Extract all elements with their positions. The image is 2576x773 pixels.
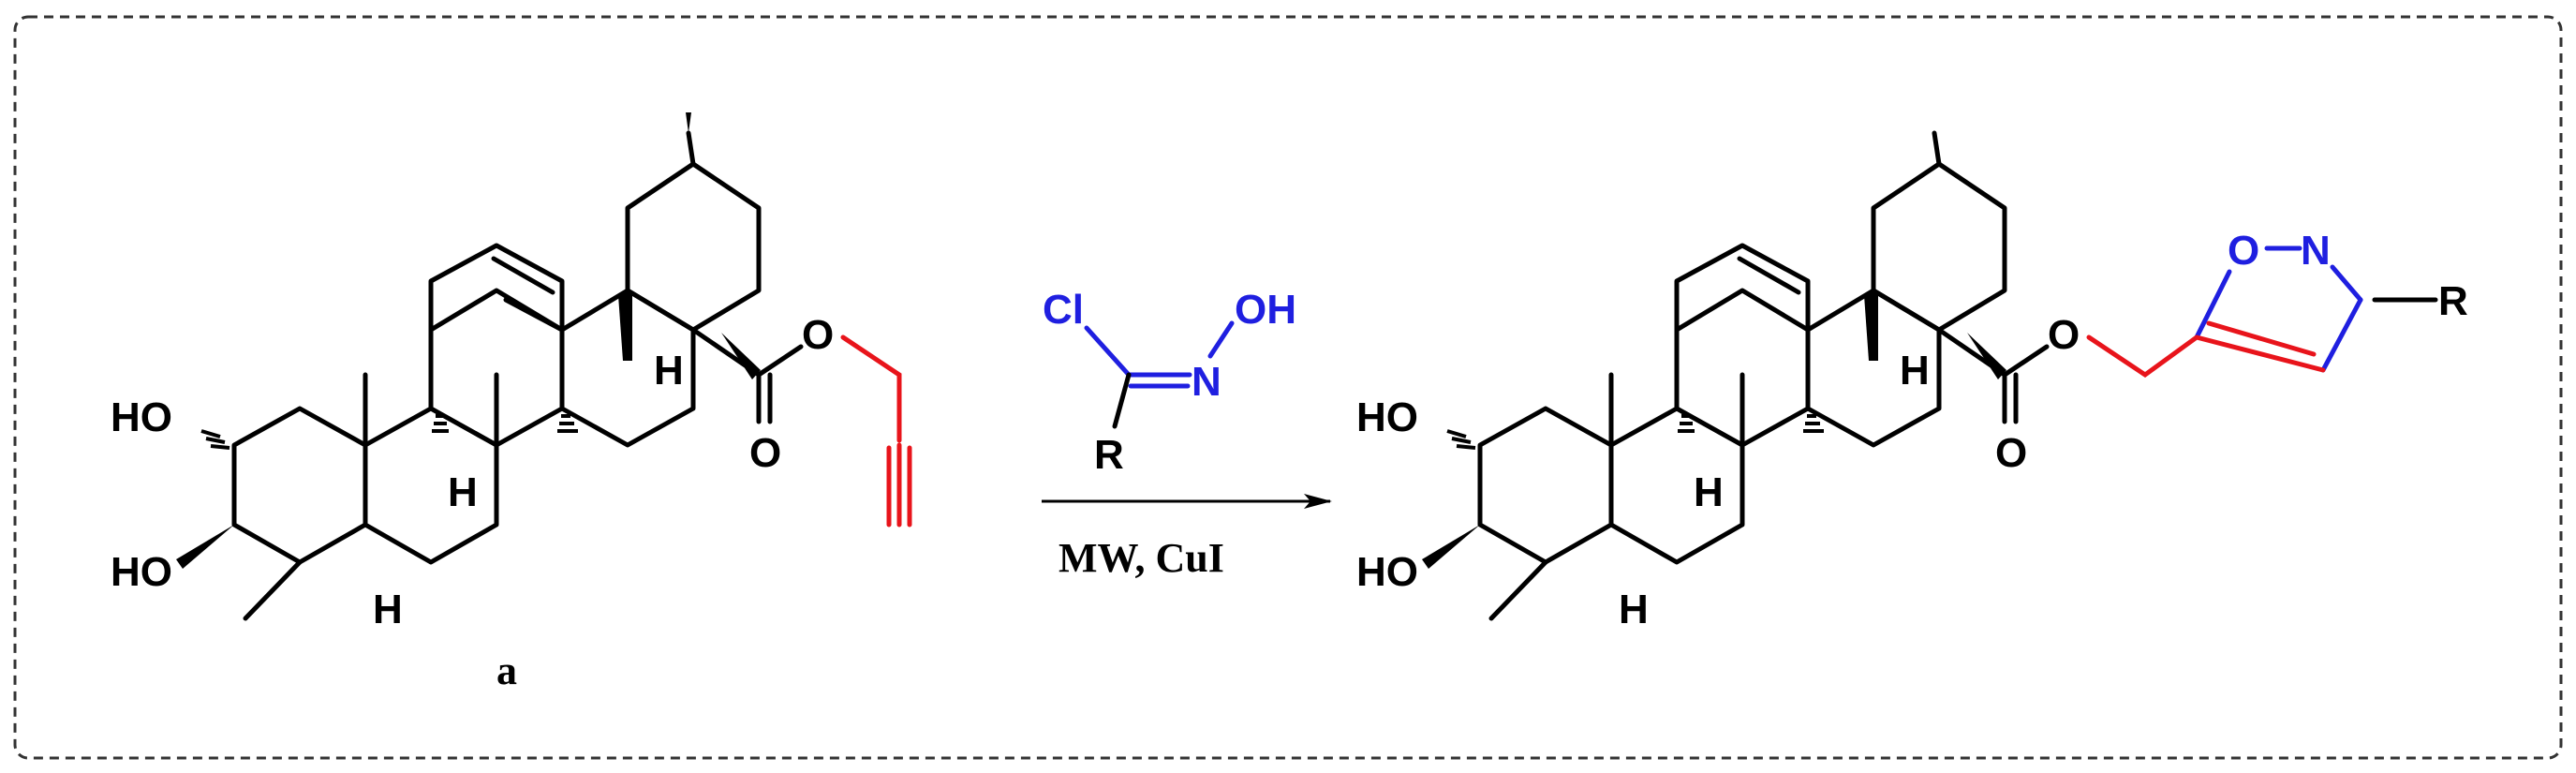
isoxazole-n: N (2301, 228, 2331, 274)
product-ho-2: HO (1356, 394, 1418, 440)
reactant-o-ester: O (802, 312, 834, 358)
reactant-molecule (231, 112, 804, 621)
reagent-n: N (1192, 359, 1221, 405)
product-wedges (1422, 290, 2006, 569)
reagent-oh: OH (1235, 287, 1296, 333)
reactant-hash-bonds (200, 414, 578, 450)
product-hash-bonds (1446, 414, 1824, 450)
compound-label-a: a (496, 647, 517, 693)
reactant-ho-3: HO (111, 549, 172, 595)
hydroximoyl-chloride (1084, 320, 1235, 429)
isoxazole-o: O (2228, 228, 2259, 274)
product-o-ester: O (2048, 312, 2080, 358)
reactant-o-carbonyl: O (749, 430, 781, 476)
ring-a (231, 406, 368, 565)
product-molecule (1477, 130, 2438, 621)
product-h-9: H (1694, 469, 1724, 515)
product-h-18: H (1900, 348, 1930, 394)
reactant-wedges (176, 290, 761, 569)
reactant-h-9: H (448, 469, 478, 515)
propargyl-group (840, 334, 912, 528)
reagent-r: R (1094, 432, 1124, 478)
product-linker (2086, 334, 2199, 379)
product-o-carbonyl: O (1995, 430, 2027, 476)
reaction-conditions: MW, CuI (1059, 535, 1224, 581)
product-h-5: H (1619, 587, 1649, 632)
reactant-ho-2: HO (111, 394, 172, 440)
reagent-cl: Cl (1043, 287, 1084, 333)
product-r: R (2438, 278, 2468, 324)
reactant-h-18: H (654, 348, 684, 394)
reactant-h-5: H (373, 587, 403, 632)
isoxazole-ring (2194, 245, 2363, 373)
product-ho-3: HO (1356, 549, 1418, 595)
dashed-frame (13, 15, 2563, 760)
